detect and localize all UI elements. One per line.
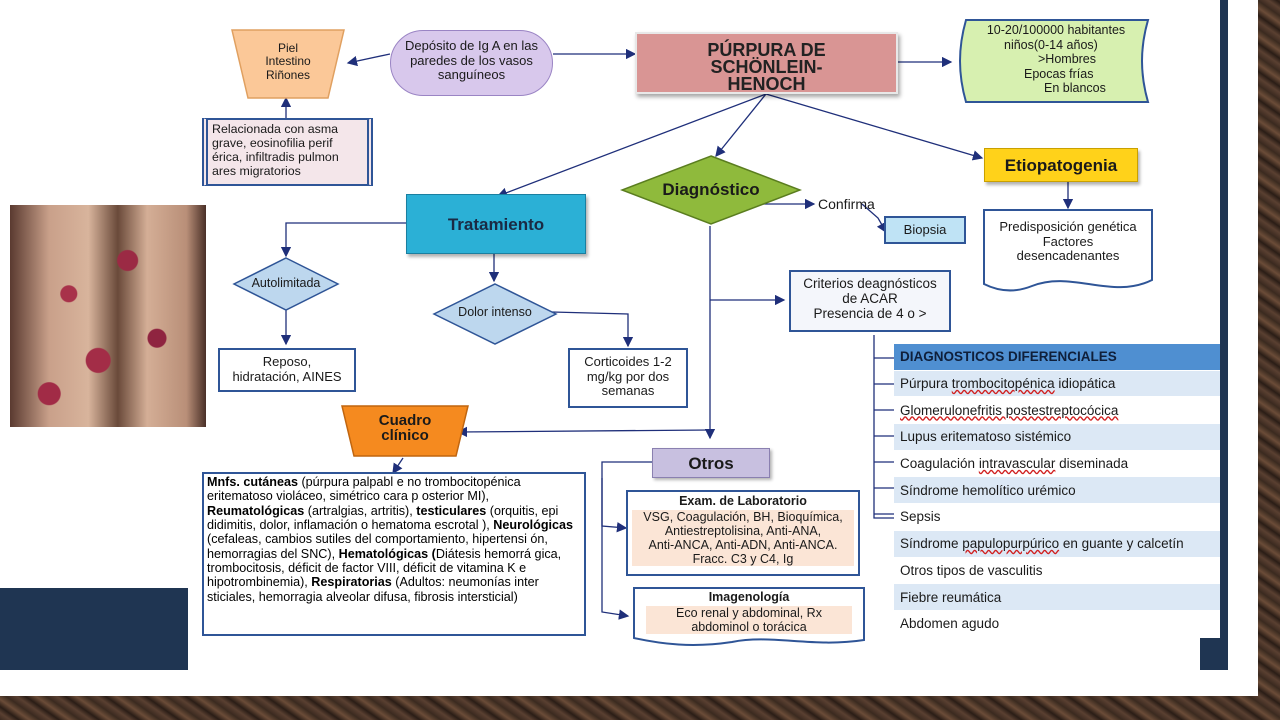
confirma-label: Confirma xyxy=(818,196,875,212)
imagenologia-title: Imagenología xyxy=(708,590,790,604)
diferencial-row: Fiebre reumática xyxy=(894,583,1220,611)
cuadro-shape xyxy=(341,405,469,457)
diferencial-row: Síndrome hemolítico urémico xyxy=(894,476,1220,505)
connector-arrows xyxy=(280,48,1074,620)
dolor-shape xyxy=(432,283,558,345)
organs-shape xyxy=(231,29,345,99)
diferencial-row: Abdomen agudo xyxy=(894,610,1220,638)
diagnostico-shape xyxy=(620,155,802,225)
diferencial-row: Coagulación intravascular diseminada xyxy=(894,450,1220,478)
laboratorio-box: Exam. de Laboratorio VSG, Coagulación, B… xyxy=(626,490,860,576)
purpura-legs-photo xyxy=(10,205,206,427)
diferenciales-header: DIAGNOSTICOS DIFERENCIALES xyxy=(894,344,1220,371)
diferencial-row: Sepsis xyxy=(894,503,1220,531)
title-line-1: PÚRPURA DE xyxy=(707,40,826,60)
epidemiology-text: 10-20/100000 habitantes niños(0-14 años)… xyxy=(986,23,1126,95)
otros-box: Otros xyxy=(652,448,770,478)
autolimitada-shape xyxy=(232,257,340,311)
reposo-box: Reposo,hidratación, AINES xyxy=(218,348,356,392)
slide-accent-edge xyxy=(1220,0,1228,670)
etiopatogenia-box: Etiopatogenia xyxy=(984,148,1138,182)
etiopatogenia-detail-shape xyxy=(983,209,1153,292)
diferenciales-table: DIAGNOSTICOS DIFERENCIALES Púrpura tromb… xyxy=(894,344,1220,638)
title-box: PÚRPURA DE SCHÖNLEIN- HENOCH xyxy=(635,32,898,94)
cuadro-heading-0: Mnfs. cutáneas xyxy=(207,475,298,489)
cuadro-detail-2: (orquitis, epi didimitis, dolor, inflama… xyxy=(207,503,559,533)
laboratorio-list: VSG, Coagulación, BH, Bioquímica,Antiest… xyxy=(632,510,854,566)
title-line-3: HENOCH xyxy=(727,74,806,95)
cuadro-clinico-text: Mnfs. cutáneas (púrpura palpabl e no tro… xyxy=(202,472,586,636)
tratamiento-box: Tratamiento xyxy=(406,194,586,254)
diferencial-row: Síndrome papulopurpúrico en guante y cal… xyxy=(894,530,1220,558)
diferencial-row: Púrpura trombocitopénica idiopática xyxy=(894,370,1220,398)
diagnostico-label: Diagnóstico xyxy=(662,180,760,199)
epidemiology-shape xyxy=(959,19,1150,103)
cuadro-detail-1: (artralgias, artritis), xyxy=(304,503,417,518)
cuadro-detail-4: Diátesis hemorrá gica, trombocitosis, dé… xyxy=(207,546,562,590)
cuadro-heading-4: Hematológicas ( xyxy=(338,546,436,561)
diferencial-row: Lupus eritematoso sistémico xyxy=(894,423,1220,451)
cuadro-heading-1: Reumatológicas xyxy=(207,503,305,518)
asthma-note: Relacionada con asma grave, eosinofilia … xyxy=(202,118,373,186)
biopsia-box: Biopsia xyxy=(884,216,966,244)
cuadro-heading-3: Neurológicas xyxy=(493,518,574,533)
diferencial-row: Otros tipos de vasculitis xyxy=(894,557,1220,585)
iga-deposit-text: Depósito de Ig A en las paredes de los v… xyxy=(405,38,538,83)
iga-deposit-node: Depósito de Ig A en las paredes de los v… xyxy=(390,30,553,96)
autolimitada-label: Autolimitada xyxy=(251,276,321,290)
dolor-label: Dolor intenso xyxy=(458,305,532,319)
diferencial-row: Glomerulonefritis postestreptocócica xyxy=(894,396,1220,425)
cuadro-heading-5: Respiratorias xyxy=(311,575,392,590)
laboratorio-title: Exam. de Laboratorio xyxy=(679,494,807,508)
cuadro-detail-5: (Adultos: neumonías inter sticiales, hem… xyxy=(207,575,539,604)
cuadro-detail-0: (púrpura palpabl e no trombocitopénica e… xyxy=(207,475,521,504)
title-line-2: SCHÖNLEIN- xyxy=(710,57,823,78)
cuadro-heading-2: testiculares xyxy=(416,503,487,518)
cuadro-detail-3: (cefaleas, cambios sutiles del comportam… xyxy=(207,532,548,561)
